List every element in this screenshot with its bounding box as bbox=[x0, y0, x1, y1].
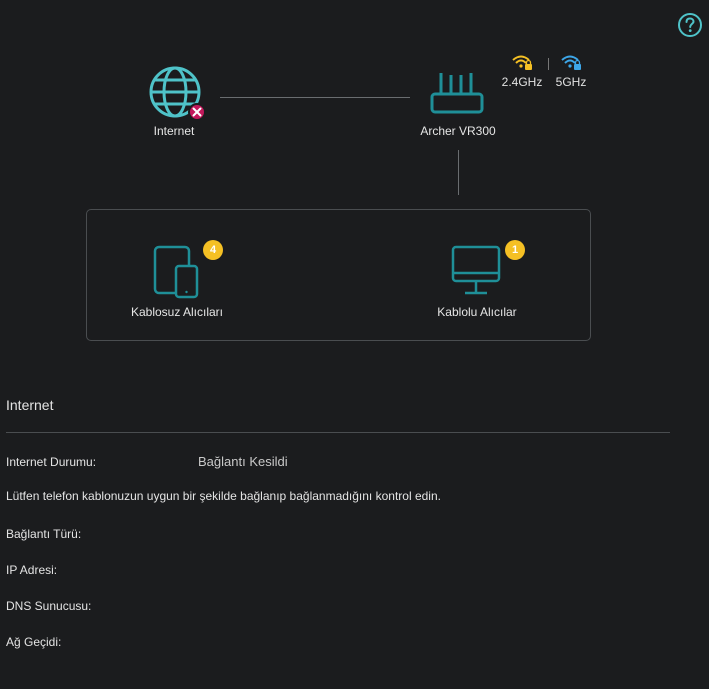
router-node[interactable] bbox=[429, 70, 485, 116]
section-divider bbox=[6, 432, 670, 433]
globe-icon bbox=[149, 66, 206, 121]
wifi-lock-icon bbox=[512, 55, 532, 70]
monitor-icon bbox=[451, 245, 501, 295]
wired-clients[interactable]: 1 Kablolu Alıcılar bbox=[407, 210, 547, 340]
wifi-lock-icon bbox=[561, 55, 581, 70]
tablet-phone-icon bbox=[153, 245, 199, 299]
band-5ghz[interactable]: 5GHz bbox=[552, 54, 590, 89]
wireless-count-badge: 4 bbox=[203, 240, 223, 260]
clients-panel: 4 Kablosuz Alıcıları 1 Kablolu Alıcılar bbox=[86, 209, 591, 341]
band-2-4ghz[interactable]: 2.4GHz bbox=[500, 54, 544, 89]
wireless-clients[interactable]: 4 Kablosuz Alıcıları bbox=[107, 210, 247, 340]
internet-status-value: Bağlantı Kesildi bbox=[198, 454, 288, 469]
router-icon bbox=[430, 73, 484, 114]
wired-clients-label: Kablolu Alıcılar bbox=[437, 305, 517, 319]
router-clients-link bbox=[458, 150, 459, 195]
gateway-label: Ağ Geçidi: bbox=[6, 635, 62, 649]
internet-node[interactable] bbox=[148, 65, 206, 125]
connection-type-label: Bağlantı Türü: bbox=[6, 527, 82, 541]
wired-count-badge: 1 bbox=[505, 240, 525, 260]
internet-router-link bbox=[220, 97, 410, 98]
dns-server-label: DNS Sunucusu: bbox=[6, 599, 92, 613]
connection-help-message: Lütfen telefon kablonuzun uygun bir şeki… bbox=[6, 489, 441, 503]
ip-address-label: IP Adresi: bbox=[6, 563, 58, 577]
band-separator bbox=[548, 58, 549, 70]
band-5ghz-label: 5GHz bbox=[555, 75, 587, 89]
internet-status-label: Internet Durumu: bbox=[6, 455, 97, 469]
router-label: Archer VR300 bbox=[420, 124, 496, 138]
wireless-clients-label: Kablosuz Alıcıları bbox=[130, 305, 224, 319]
internet-section-title: Internet bbox=[6, 397, 54, 413]
internet-label: Internet bbox=[153, 124, 195, 138]
band-2-4ghz-label: 2.4GHz bbox=[501, 75, 543, 89]
help-icon[interactable] bbox=[677, 12, 703, 38]
